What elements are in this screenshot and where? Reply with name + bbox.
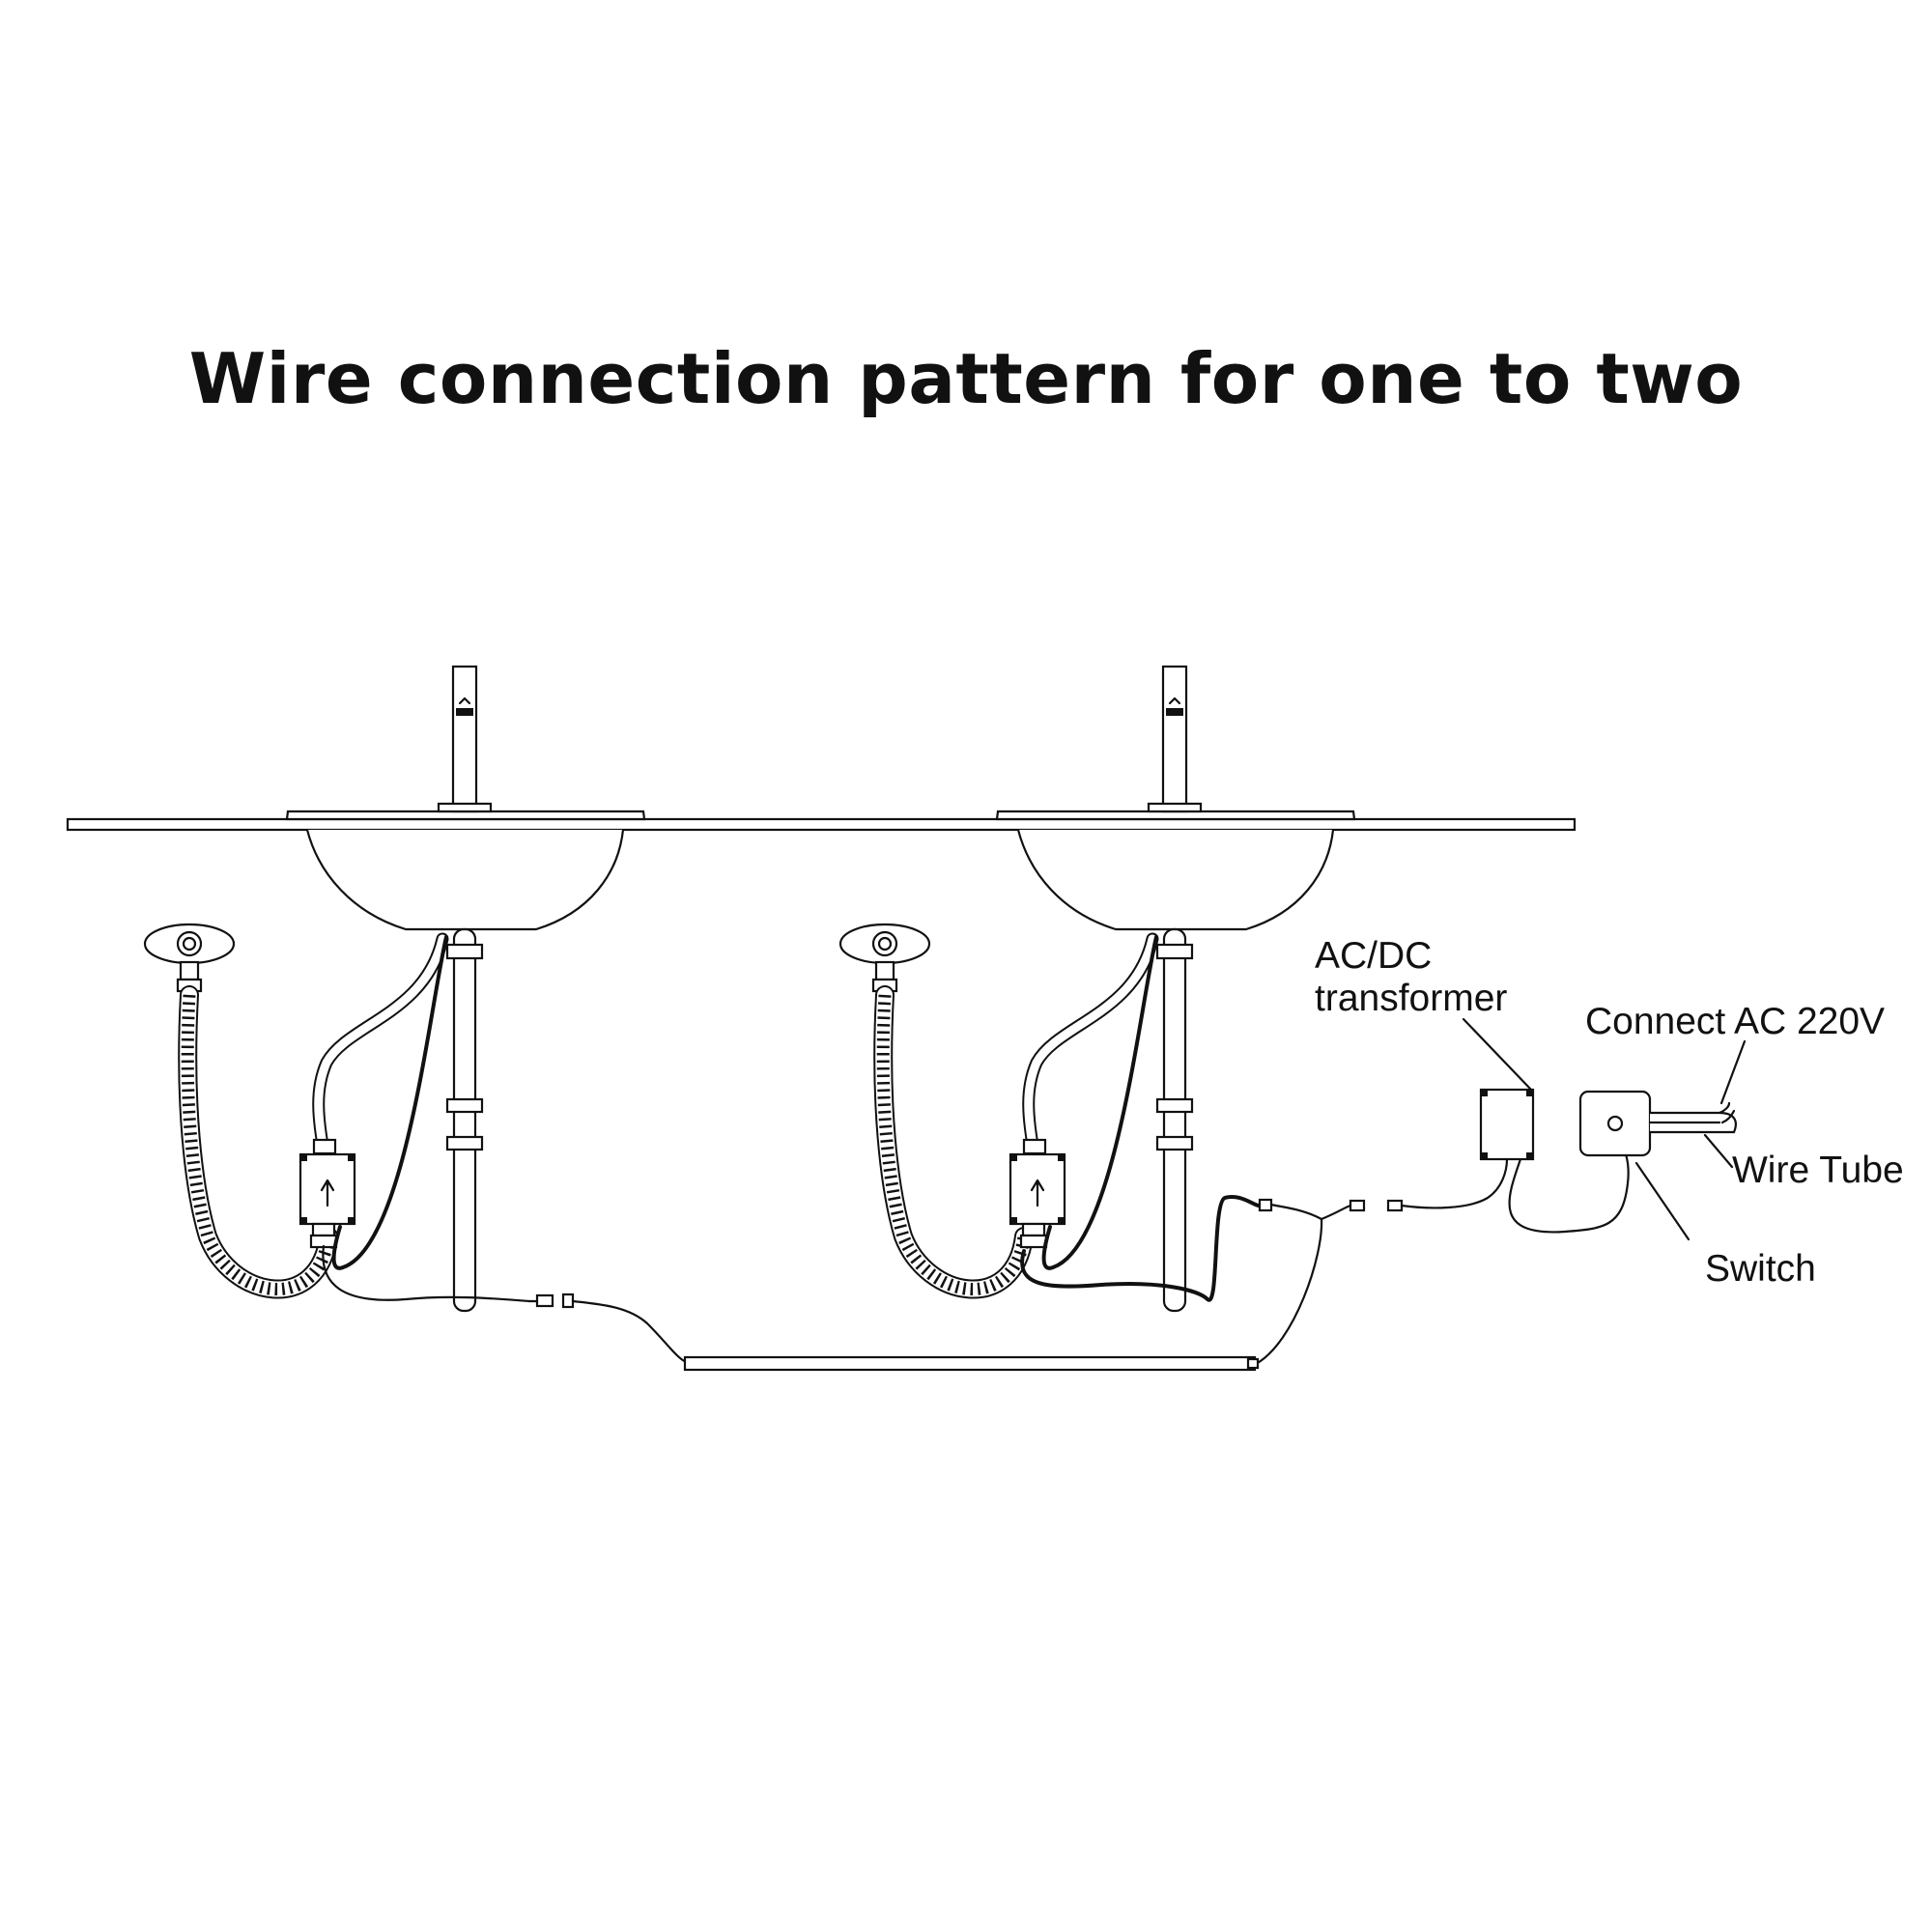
countertop [66,817,1577,832]
sensor-right [838,923,931,993]
basin-right [1016,829,1335,931]
wall-switch [1578,1090,1652,1157]
braided-hose-left [178,985,338,1299]
sensor-left [143,923,236,993]
leader-ac-supply [1719,1039,1747,1105]
supply-hose-left [312,932,449,1158]
diagram-title: Wire connection pattern for one to two [188,338,1744,419]
solenoid-valve-left [298,1138,356,1249]
leader-wire-tube [1703,1133,1734,1169]
faucet-right [1147,665,1203,813]
drain-pipe-right [1155,927,1194,1313]
label-wire-tube: Wire Tube [1732,1150,1904,1191]
leader-transformer [1462,1017,1533,1092]
transformer-connector [1386,1157,1509,1212]
faucet-left [437,665,493,813]
valve-wire-right [1041,935,1158,1270]
extension-cable [571,1299,1260,1372]
supply-hose-right [1022,932,1159,1158]
connector-left [527,1293,575,1309]
label-transformer-text: AC/DC transformer [1315,935,1508,1019]
faucet-deck-plate-left [285,810,646,821]
splitter-wire-right [1020,1194,1263,1302]
label-connect-ac: Connect AC 220V [1585,1001,1886,1042]
solenoid-valve-right [1009,1138,1066,1249]
faucet-deck-plate-right [995,810,1356,821]
wire-tube [1648,1101,1737,1134]
label-acdc-transformer: AC/DC transformer [1315,935,1507,1019]
splitter-cable [1254,1198,1366,1366]
drain-pipe-left [445,927,484,1313]
sensor-cable-left [322,1244,531,1303]
leader-switch [1634,1161,1690,1241]
valve-wire-left [331,935,448,1270]
transformer-to-switch-cable [1508,1138,1630,1234]
braided-hose-right [873,985,1034,1299]
label-switch: Switch [1705,1248,1816,1290]
basin-left [305,829,625,931]
acdc-transformer [1479,1088,1535,1161]
